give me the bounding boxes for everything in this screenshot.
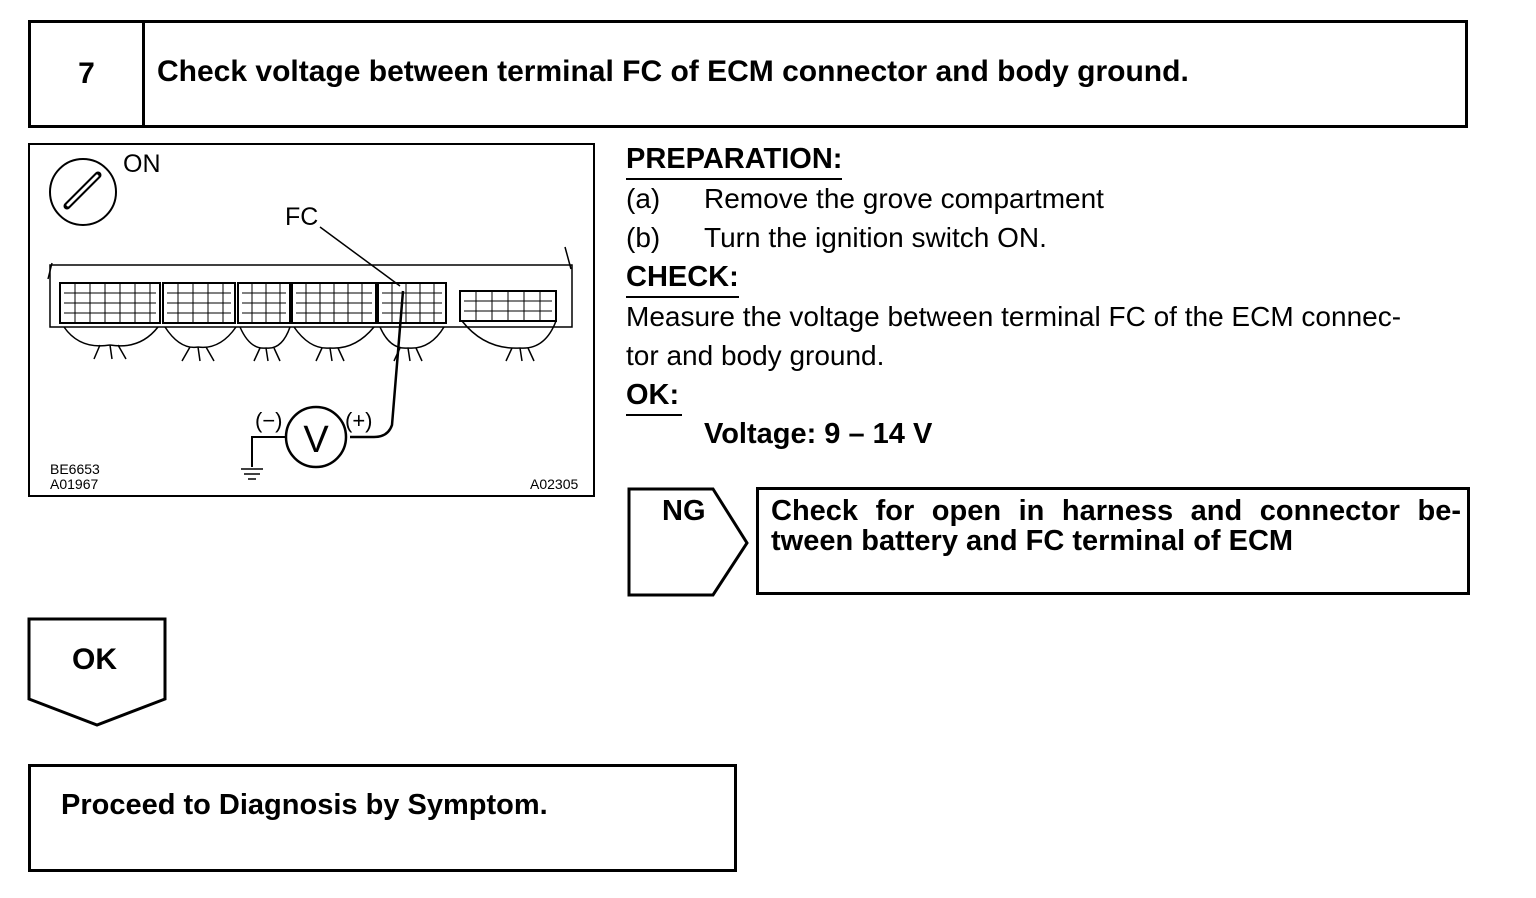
positive-probe-label: (+) xyxy=(345,408,373,433)
ok-spec-heading: OK: xyxy=(626,378,680,416)
check-heading: CHECK: xyxy=(626,260,739,298)
ok-arrow-tag xyxy=(27,617,167,727)
ng-arrow-tag xyxy=(627,487,749,597)
final-action-box: Proceed to Diagnosis by Symptom. xyxy=(28,764,737,872)
final-action-text: Proceed to Diagnosis by Symptom. xyxy=(61,789,548,821)
voltmeter-icon: V xyxy=(284,405,348,469)
ng-label: NG xyxy=(662,495,706,527)
check-line-2: tor and body ground. xyxy=(626,340,885,371)
ok-label: OK xyxy=(72,643,117,676)
ok-spec-value: Voltage: 9 – 14 V xyxy=(704,418,933,450)
negative-probe-label: (−) xyxy=(255,408,283,433)
diagram-code-be6653: BE6653 xyxy=(50,461,100,477)
check-line-1: Measure the voltage between terminal FC … xyxy=(626,301,1402,332)
ok-spec-underline xyxy=(626,414,682,416)
ignition-key-icon xyxy=(49,158,117,226)
ground-icon xyxy=(241,468,263,480)
ng-action-box: Check for open in harness and connector … xyxy=(756,487,1470,595)
ignition-on-label: ON xyxy=(123,150,161,178)
diagram-code-a02305: A02305 xyxy=(530,476,578,492)
preparation-item-b-letter: (b) xyxy=(626,222,661,253)
step-number: 7 xyxy=(31,23,145,125)
voltmeter-symbol: V xyxy=(303,419,329,461)
ecm-connector-icon xyxy=(47,246,573,362)
fc-terminal-label: FC xyxy=(285,203,318,231)
ng-action-text: Check for open in harness and connector … xyxy=(771,495,1461,557)
preparation-item-b-text: Turn the ignition switch ON. xyxy=(704,222,1047,253)
step-title: Check voltage between terminal FC of ECM… xyxy=(157,55,1189,88)
diagram-code-a01967: A01967 xyxy=(50,476,98,492)
preparation-heading: PREPARATION: xyxy=(626,142,843,180)
preparation-item-a-text: Remove the grove compartment xyxy=(704,183,1104,214)
preparation-item-a-letter: (a) xyxy=(626,183,661,214)
wiring-diagram: ON FC xyxy=(28,143,595,497)
step-header: 7 Check voltage between terminal FC of E… xyxy=(28,20,1468,128)
diagram-canvas: ON FC xyxy=(47,150,578,492)
